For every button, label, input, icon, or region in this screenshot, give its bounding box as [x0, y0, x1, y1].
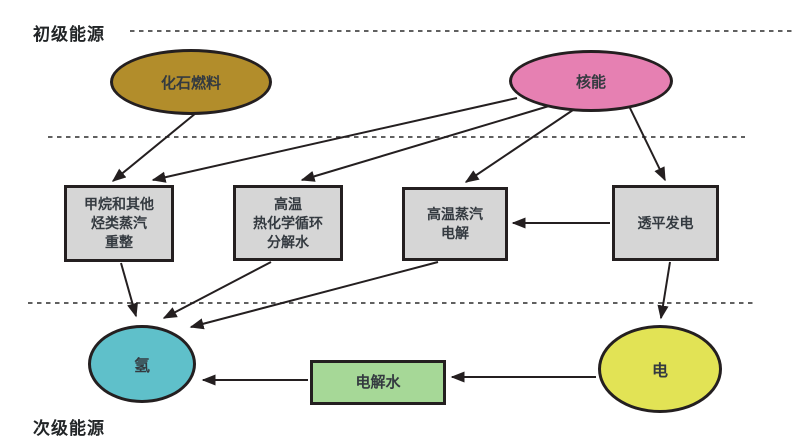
- node-electricity-label: 电: [651, 363, 668, 380]
- node-methane-steam-reforming-line1: 甲烷和其他: [84, 196, 154, 212]
- node-thermochemical-cycle-line1: 高温: [274, 195, 302, 212]
- node-thermochemical-cycle: 高温 热化学循环 分解水: [233, 185, 343, 261]
- node-methane-steam-reforming-line3: 重整: [105, 234, 133, 250]
- node-fossil-fuel-label: 化石燃料: [160, 74, 221, 92]
- node-hydrogen-label: 氢: [133, 358, 150, 375]
- node-electricity: 电: [598, 325, 722, 413]
- node-fossil-fuel: 化石燃料: [110, 49, 272, 115]
- node-thermochemical-cycle-line2: 热化学循环: [253, 214, 323, 231]
- edge-turbine-to-electricity-arrow: [657, 261, 671, 320]
- edge-nuclear-to-steam-electrolysis-arrow: [464, 109, 574, 183]
- node-turbine-generation-label: 透平发电: [637, 214, 694, 231]
- tier-label-secondary-energy: 次级能源: [33, 419, 105, 438]
- node-water-electrolysis-label: 电解水: [355, 374, 401, 391]
- edge-thermochemical-to-hydrogen-arrow: [162, 261, 272, 319]
- node-turbine-generation: 透平发电: [612, 185, 719, 261]
- node-high-temp-steam-electrolysis-line2: 电解: [441, 225, 469, 241]
- node-high-temp-steam-electrolysis: 高温蒸汽 电解: [402, 187, 508, 261]
- node-nuclear-energy: 核能: [509, 50, 673, 112]
- tier-label-primary-energy: 初级能源: [33, 25, 105, 44]
- node-nuclear-energy-label: 核能: [575, 73, 606, 91]
- node-methane-steam-reforming: 甲烷和其他 烃类蒸汽 重整: [64, 185, 174, 262]
- edge-fossil-to-reforming-arrow: [111, 112, 197, 182]
- edge-reforming-to-hydrogen-arrow: [120, 262, 138, 318]
- node-hydrogen: 氢: [88, 325, 196, 403]
- edge-nuclear-to-thermochemical-arrow: [300, 105, 550, 182]
- node-thermochemical-cycle-line3: 分解水: [267, 233, 309, 250]
- edge-steam-electrolysis-to-hydrogen-arrow: [189, 261, 439, 330]
- node-high-temp-steam-electrolysis-line1: 高温蒸汽: [427, 206, 483, 222]
- node-water-electrolysis: 电解水: [310, 360, 446, 405]
- node-methane-steam-reforming-line2: 烃类蒸汽: [91, 215, 147, 231]
- edge-nuclear-to-turbine-arrow: [628, 105, 666, 182]
